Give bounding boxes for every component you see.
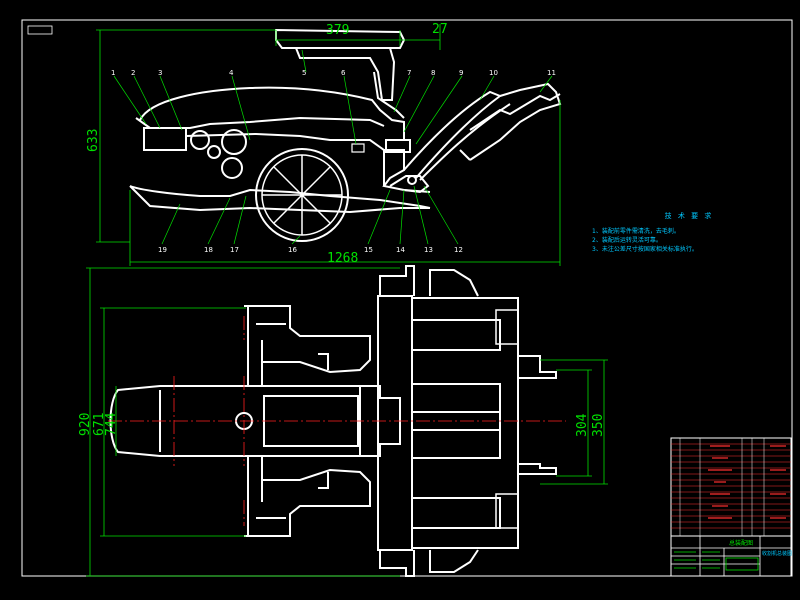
dim-plan-width-mid: 671 bbox=[92, 413, 107, 436]
dim-top-small: 27 bbox=[432, 22, 448, 37]
side-view bbox=[129, 28, 562, 242]
part-number: 15 bbox=[364, 246, 373, 254]
technical-requirement-line: 2、装配后运转灵活可靠。 bbox=[592, 237, 662, 244]
part-number: 10 bbox=[489, 69, 498, 77]
part-number: 9 bbox=[459, 69, 463, 77]
dimensions-plan bbox=[86, 267, 608, 577]
part-leaders-side bbox=[113, 49, 553, 245]
part-number: 16 bbox=[288, 246, 297, 254]
school-label: 收割机总装图 bbox=[762, 551, 793, 557]
part-number: 6 bbox=[341, 69, 346, 77]
dim-plan-width-outer: 920 bbox=[78, 413, 93, 436]
dimensions-side bbox=[96, 24, 561, 266]
technical-requirement-line: 3、未注公差尺寸按国家相关标准执行。 bbox=[592, 246, 698, 253]
part-number: 3 bbox=[158, 69, 162, 77]
title-block bbox=[670, 535, 792, 577]
technical-requirements-title: 技 术 要 求 bbox=[664, 212, 714, 220]
dim-overall-length: 1268 bbox=[327, 251, 358, 266]
part-number: 19 bbox=[158, 246, 167, 254]
part-number: 4 bbox=[229, 69, 234, 77]
dim-plan-width-inner: 744 bbox=[104, 412, 119, 436]
part-number: 5 bbox=[302, 69, 306, 77]
part-number: 14 bbox=[396, 246, 405, 254]
title-block-marks bbox=[674, 551, 720, 569]
drawing-title: 总装配图 bbox=[729, 540, 754, 547]
part-number: 11 bbox=[547, 69, 556, 77]
part-number: 13 bbox=[424, 246, 433, 254]
dim-side-height: 633 bbox=[86, 129, 101, 152]
dim-right-outer: 350 bbox=[591, 414, 606, 437]
center-lines bbox=[108, 316, 566, 526]
part-number-labels: 1 2 3 4 5 6 7 8 9 10 11 12 13 14 15 16 1… bbox=[111, 69, 556, 254]
technical-requirements: 技 术 要 求 1、装配前零件需清洗，去毛刺。 2、装配后运转灵活可靠。 3、未… bbox=[592, 211, 782, 254]
part-number: 2 bbox=[131, 69, 135, 77]
dim-right-inner: 304 bbox=[575, 413, 590, 437]
technical-requirement-line: 1、装配前零件需清洗，去毛刺。 bbox=[592, 228, 680, 235]
dim-top-width: 379 bbox=[326, 23, 349, 38]
part-number: 18 bbox=[204, 246, 213, 254]
drawing-frame bbox=[21, 19, 793, 577]
part-number: 8 bbox=[431, 69, 435, 77]
part-number: 1 bbox=[111, 69, 115, 77]
part-number: 7 bbox=[407, 69, 411, 77]
part-number: 12 bbox=[454, 246, 463, 254]
parts-list-table bbox=[670, 437, 792, 537]
part-number: 17 bbox=[230, 246, 239, 254]
plan-view bbox=[109, 265, 557, 577]
